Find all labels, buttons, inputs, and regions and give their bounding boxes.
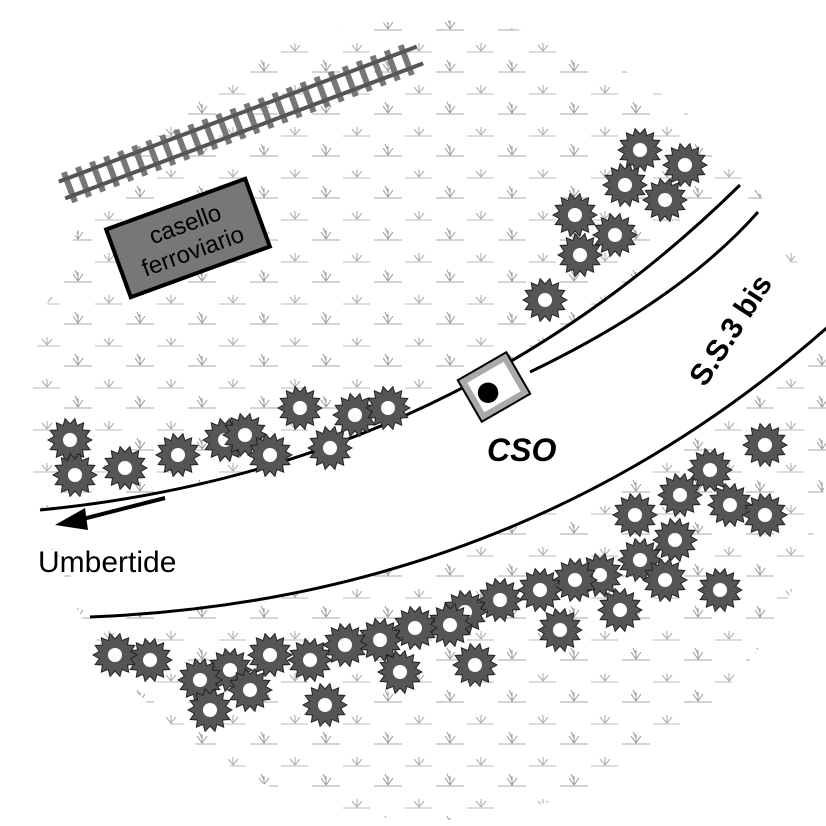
direction-arrow-icon xyxy=(55,496,166,530)
tree-icon xyxy=(611,492,659,538)
direction-label: Umbertide xyxy=(38,546,176,579)
tree-icon xyxy=(286,637,334,683)
cso-label: CSO xyxy=(487,432,556,468)
tree-icon xyxy=(656,472,704,518)
tree-icon xyxy=(521,277,569,323)
tree-icon xyxy=(246,432,294,478)
road-edge-upper xyxy=(39,183,742,512)
side-road xyxy=(529,211,760,374)
tree-icon xyxy=(154,432,202,478)
tree-icon xyxy=(551,557,599,603)
road-surface xyxy=(40,185,826,617)
tree-icon xyxy=(51,452,99,498)
rail xyxy=(58,44,418,184)
road-edge-lower xyxy=(89,326,826,619)
tree-icon xyxy=(276,385,324,431)
tree-icon xyxy=(651,517,699,563)
tree-icon xyxy=(91,632,139,678)
tree-icon xyxy=(101,445,149,491)
railway-track xyxy=(58,44,424,204)
tree-icon xyxy=(556,232,604,278)
tree-icon xyxy=(536,607,584,653)
tree-icon xyxy=(741,492,789,538)
tree-icon xyxy=(601,162,649,208)
rail xyxy=(64,61,424,201)
tree-icon xyxy=(551,192,599,238)
tree-icon xyxy=(661,142,709,188)
tree-icon xyxy=(641,177,689,223)
manhole-dot-icon xyxy=(476,380,500,405)
tree-icon xyxy=(591,212,639,258)
tree-icon xyxy=(246,632,294,678)
tree-icon xyxy=(596,587,644,633)
tree-icon xyxy=(616,127,664,173)
tree-icon xyxy=(706,482,754,528)
tree-icon xyxy=(426,602,474,648)
tree-icon xyxy=(451,642,499,688)
tree-icon xyxy=(306,425,354,471)
tree-icon xyxy=(686,447,734,493)
tree-icon xyxy=(226,667,274,713)
tree-icon xyxy=(696,567,744,613)
tree-icon xyxy=(186,687,234,733)
tree-icon xyxy=(331,392,379,438)
tree-icon xyxy=(641,557,689,603)
cso-manhole xyxy=(456,350,532,424)
tree-icon xyxy=(376,649,424,695)
tree-icon xyxy=(301,682,349,728)
station-house: casello ferroviario xyxy=(103,176,273,300)
tree-groups xyxy=(46,127,789,733)
tree-icon xyxy=(741,422,789,468)
tree-icon xyxy=(364,385,412,431)
